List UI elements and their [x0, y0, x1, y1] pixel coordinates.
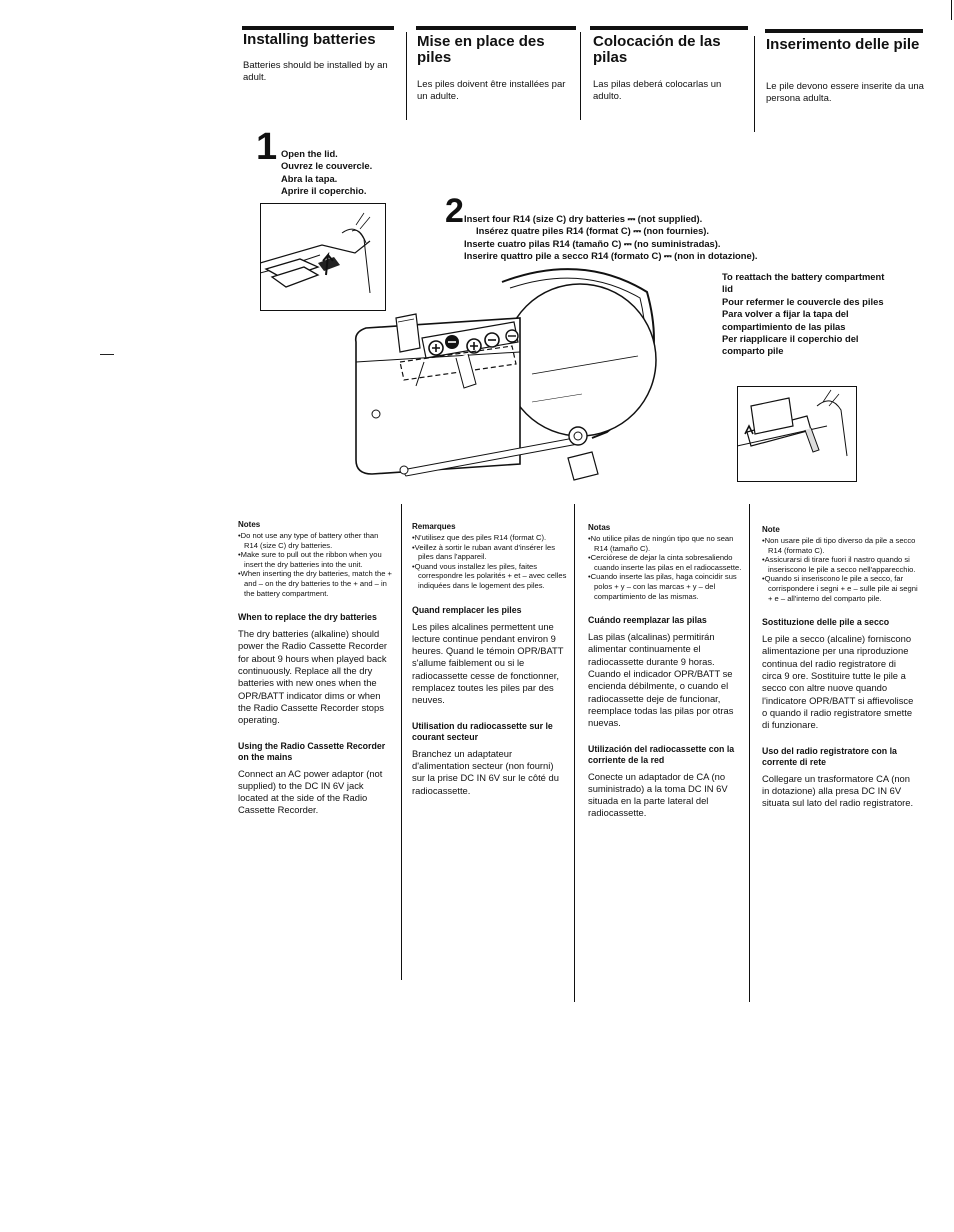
step-1-instructions: Open the lid. Ouvrez le couvercle. Abra …	[281, 148, 421, 198]
notes-list-es: No utilice pilas de ningún tipo que no s…	[588, 534, 744, 601]
note-item: Do not use any type of battery other tha…	[238, 531, 394, 550]
notes-label-it: Note	[762, 525, 780, 534]
step-1-line-fr: Ouvrez le couvercle.	[281, 160, 373, 172]
header-title-en: Installing batteries	[243, 31, 376, 48]
note-item: No utilice pilas de ningún tipo que no s…	[588, 534, 744, 553]
divider-bottom-2	[574, 504, 575, 1002]
step-3-line-en: To reattach the battery compartment lid	[722, 271, 885, 295]
step-3-line-it: Per riapplicare il coperchio del compart…	[722, 333, 859, 357]
header-rule-4	[765, 29, 923, 33]
divider-bottom-3	[749, 504, 750, 1002]
note-item: Cuando inserte las pilas, haga coincidir…	[588, 572, 744, 601]
step-2-line-fr: Insérez quatre piles R14 (format C) ⎓ (n…	[476, 225, 710, 237]
column-fr: Remarques N'utilisez que des piles R14 (…	[412, 522, 568, 797]
header-intro-es: Las pilas deberá colocarlas un adulto.	[593, 79, 722, 102]
header-intro-it: Le pile devono essere inserite da una pe…	[766, 81, 924, 104]
note-item: Cerciórese de dejar la cinta sobresalien…	[588, 553, 744, 572]
section-text-replace-es: Las pilas (alcalinas) permitirán aliment…	[588, 631, 734, 729]
section-heading-replace-fr: Quand remplacer les piles	[412, 604, 522, 615]
divider-top-2	[580, 32, 581, 120]
header-rule-1	[242, 26, 394, 30]
step-3-line-es: Para volver a fijar la tapa del comparti…	[722, 308, 849, 332]
header-rule-2	[416, 26, 576, 30]
section-text-mains-it: Collegare un trasformatore CA (non in do…	[762, 772, 914, 809]
notes-label-es: Notas	[588, 523, 611, 532]
section-text-replace-it: Le pile a secco (alcaline) forniscono al…	[762, 633, 914, 731]
header-title-es: Colocación de las pilas	[593, 33, 721, 66]
section-text-mains-en: Connect an AC power adaptor (not supplie…	[238, 767, 383, 816]
divider-bottom-1	[401, 504, 402, 980]
open-lid-illustration	[260, 203, 386, 311]
notes-list-fr: N'utilisez que des piles R14 (format C).…	[412, 533, 568, 591]
note-item: Non usare pile di tipo diverso da pile a…	[762, 536, 918, 555]
section-text-mains-fr: Branchez un adaptateur d'alimentation se…	[412, 747, 559, 796]
header-intro-fr: Les piles doivent être installées par un…	[417, 79, 566, 102]
section-heading-mains-it: Uso del radio registratore con la corren…	[762, 745, 897, 767]
header-intro-en: Batteries should be installed by an adul…	[243, 60, 388, 83]
column-en: Notes Do not use any type of battery oth…	[238, 520, 394, 817]
section-heading-replace-it: Sostituzione delle pile a secco	[762, 617, 890, 628]
step-2-line-en: Insert four R14 (size C) dry batteries ⎓…	[464, 213, 703, 224]
step-1-line-it: Aprire il coperchio.	[281, 185, 367, 197]
step-3-line-fr: Pour refermer le couvercle des piles	[722, 295, 884, 307]
scan-mark	[100, 354, 114, 355]
step-2-instructions: Insert four R14 (size C) dry batteries ⎓…	[464, 213, 804, 263]
header-title-it: Inserimento delle pile	[766, 36, 920, 53]
reattach-lid-illustration	[737, 386, 857, 482]
note-item: Assicurarsi di tirare fuori il nastro qu…	[762, 555, 918, 574]
step-2-line-it: Inserire quattro pile a secco R14 (forma…	[464, 250, 758, 262]
section-text-mains-es: Conecte un adaptador de CA (no suministr…	[588, 770, 728, 819]
divider-top-3	[754, 36, 755, 132]
step-2-line-es: Inserte cuatro pilas R14 (tamaño C) ⎓ (n…	[464, 237, 721, 249]
notes-list-en: Do not use any type of battery other tha…	[238, 531, 394, 598]
note-item: Veillez à sortir le ruban avant d'insére…	[412, 543, 568, 562]
column-it: Note Non usare pile di tipo diverso da p…	[762, 525, 918, 809]
section-heading-replace-es: Cuándo reemplazar las pilas	[588, 615, 707, 626]
notes-list-it: Non usare pile di tipo diverso da pile a…	[762, 536, 918, 603]
section-text-replace-en: The dry batteries (alkaline) should powe…	[238, 628, 388, 726]
header-rule-3	[590, 26, 748, 30]
note-item: Quando si inseriscono le pile a secco, f…	[762, 574, 918, 603]
section-heading-mains-es: Utilización del radiocassette con la cor…	[588, 743, 735, 765]
step-2-number: 2	[445, 192, 464, 230]
divider-top-1	[406, 32, 407, 120]
step-3-instructions: To reattach the battery compartment lid …	[722, 271, 892, 358]
section-heading-mains-fr: Utilisation du radiocassette sur le cour…	[412, 720, 553, 742]
page-edge-mark	[951, 0, 952, 20]
header-title-fr: Mise en place des piles	[417, 33, 545, 66]
notes-label-fr: Remarques	[412, 522, 456, 531]
step-1-line-en: Open the lid.	[281, 148, 338, 159]
note-item: N'utilisez que des piles R14 (format C).	[412, 533, 568, 543]
radio-cassette-battery-illustration	[354, 268, 657, 481]
section-heading-mains-en: Using the Radio Cassette Recorder on the…	[238, 740, 386, 762]
column-es: Notas No utilice pilas de ningún tipo qu…	[588, 523, 744, 820]
note-item: Make sure to pull out the ribbon when yo…	[238, 550, 394, 569]
section-text-replace-fr: Les piles alcalines permettent une lectu…	[412, 620, 564, 706]
section-heading-replace-en: When to replace the dry batteries	[238, 612, 377, 623]
notes-label-en: Notes	[238, 520, 261, 529]
note-item: When inserting the dry batteries, match …	[238, 569, 394, 598]
note-item: Quand vous installez les piles, faites c…	[412, 562, 568, 591]
step-1-number: 1	[256, 126, 278, 168]
step-1-line-es: Abra la tapa.	[281, 172, 338, 184]
